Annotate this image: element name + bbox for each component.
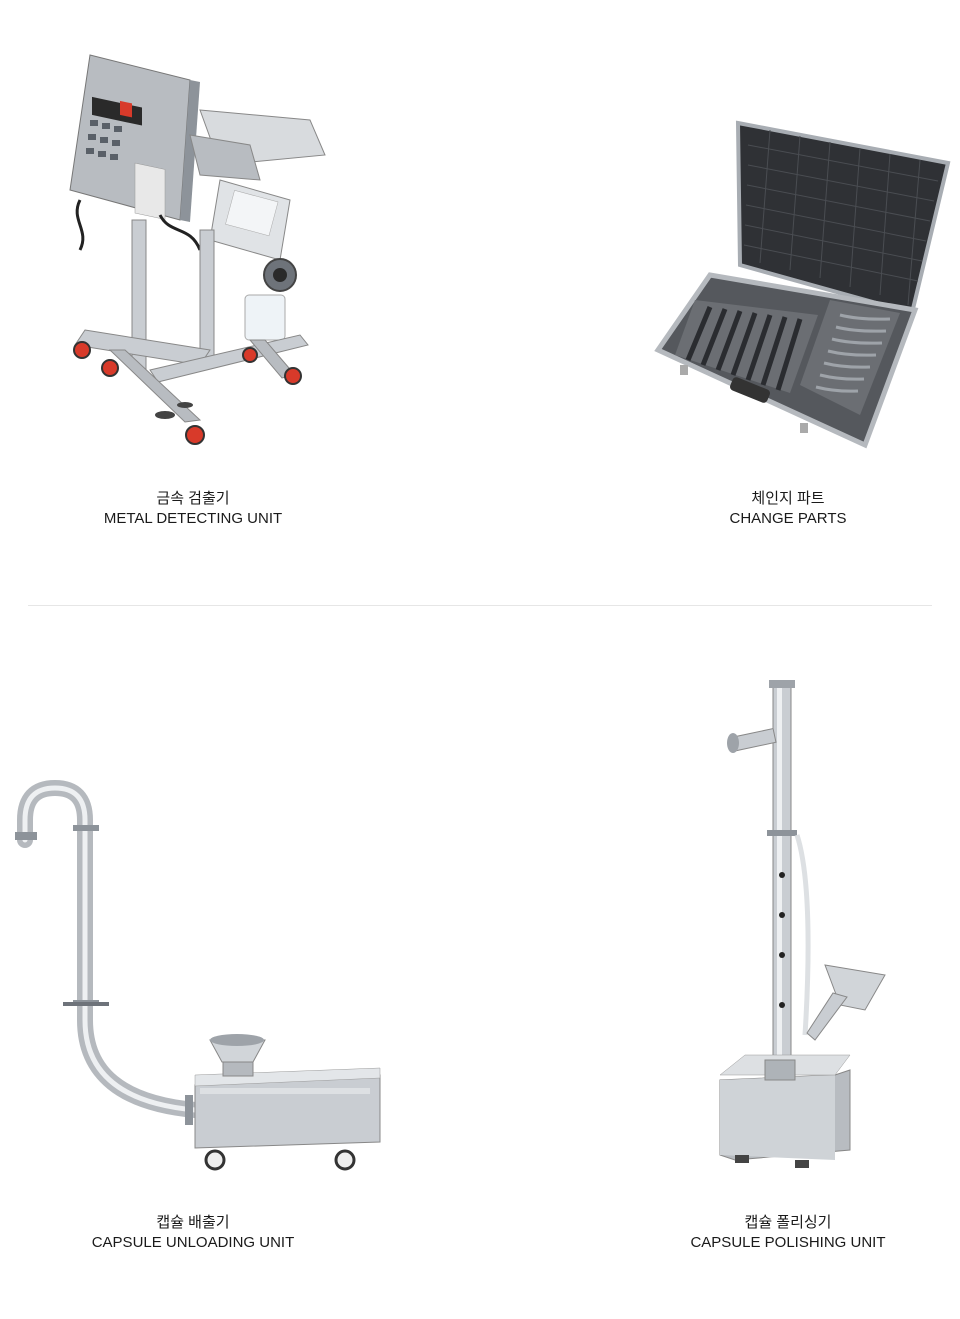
wheel-icon	[204, 1149, 356, 1171]
product-name-ko: 금속 검출기	[156, 490, 230, 507]
product-change-parts	[650, 115, 955, 460]
product-name-en: CAPSULE UNLOADING UNIT	[91, 1234, 295, 1251]
product-name-en: CAPSULE POLISHING UNIT	[690, 1234, 886, 1251]
product-caption-polishing: 캡슐 폴리싱기 CAPSULE POLISHING UNIT	[668, 1213, 908, 1253]
wheel-icon	[73, 341, 302, 445]
product-caption-metal: 금속 검출기 METAL DETECTING UNIT	[93, 489, 293, 529]
product-name-ko: 체인지 파트	[751, 490, 825, 507]
product-capsule-polishing-unit	[715, 675, 890, 1175]
change-parts-image	[654, 120, 951, 449]
product-name-ko: 캡슐 폴리싱기	[744, 1214, 832, 1231]
product-name-en: METAL DETECTING UNIT	[103, 510, 283, 527]
capsule-polishing-unit-image	[719, 680, 886, 1168]
product-caption-change: 체인지 파트 CHANGE PARTS	[688, 489, 888, 529]
product-metal-detecting-unit	[50, 50, 340, 450]
product-caption-unloading: 캡슐 배출기 CAPSULE UNLOADING UNIT	[73, 1213, 313, 1253]
product-name-ko: 캡슐 배출기	[156, 1214, 230, 1231]
capsule-unloading-unit-image	[15, 779, 381, 1171]
product-name-en: CHANGE PARTS	[729, 510, 847, 527]
metal-detecting-unit-image	[69, 54, 326, 445]
product-capsule-unloading-unit	[5, 770, 390, 1180]
section-divider	[28, 605, 932, 606]
